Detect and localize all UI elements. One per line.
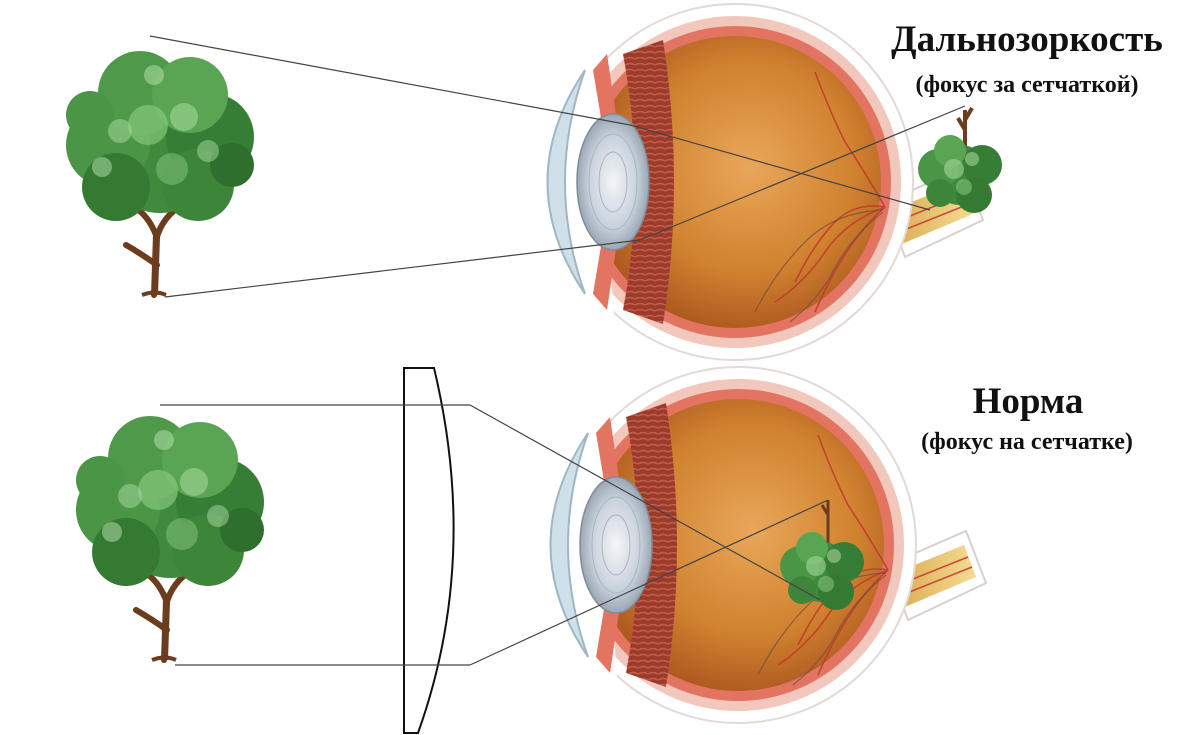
bottom-object-tree [76, 416, 264, 660]
bottom-eye-cross-section [545, 366, 987, 724]
hyperopia-subtitle: (фокус за сетчаткой) [915, 72, 1139, 98]
top-image-behind-retina [918, 106, 1002, 213]
convex-lens [403, 367, 455, 734]
bottom-panel [76, 366, 987, 734]
top-object-tree [66, 51, 254, 295]
hyperopia-title: Дальнозоркость [891, 19, 1163, 60]
normal-subtitle: (фокус на сетчатке) [921, 429, 1133, 455]
bottom-image-on-retina [780, 500, 864, 610]
bottom-light-rays [160, 404, 829, 666]
top-panel [66, 3, 1002, 361]
normal-title: Норма [972, 381, 1084, 422]
top-light-rays [149, 35, 966, 298]
